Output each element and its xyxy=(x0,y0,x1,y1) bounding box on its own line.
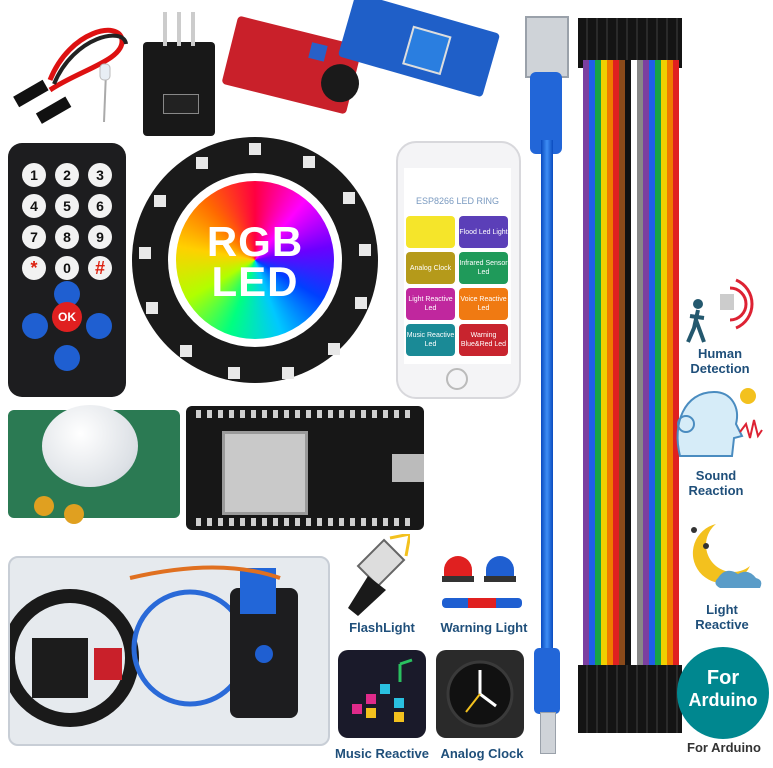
tile-label: Warning Blue&Red Led xyxy=(460,332,507,348)
app-title: ESP8266 LED RING xyxy=(415,196,500,206)
analog-clock-label: Analog Clock xyxy=(440,746,524,761)
esp8266-chip xyxy=(222,431,308,515)
for-arduino-caption: For Arduino xyxy=(687,740,761,755)
phone-home-button xyxy=(446,368,468,390)
remote-key: * xyxy=(22,256,46,280)
tile-label: Music Reactive Led xyxy=(406,332,455,348)
remote-key: # xyxy=(88,256,112,280)
remote-key: 2 xyxy=(55,163,79,187)
remote-key: 3 xyxy=(88,163,112,187)
light-reactive-label: Light Reactive xyxy=(695,602,749,632)
badge-line2: Arduino xyxy=(688,690,758,710)
sound-reaction-icon xyxy=(676,388,763,457)
flashlight-label: FlashLight xyxy=(349,620,415,635)
remote-key: 1 xyxy=(22,163,46,187)
badge-line1: For xyxy=(706,667,740,689)
music-reactive-app-icon xyxy=(338,650,426,738)
human-detection-label: Human Detection xyxy=(690,346,750,376)
kit-contents xyxy=(1,565,298,727)
usb-port xyxy=(392,454,424,482)
remote-key: 9 xyxy=(88,225,112,249)
usb-a-connector xyxy=(525,16,569,78)
remote-key: 5 xyxy=(55,194,79,218)
pir-potentiometer xyxy=(64,504,84,524)
remote-key: 8 xyxy=(55,225,79,249)
tile-label: Flood Led Light xyxy=(459,228,508,236)
tile-label: Analog Clock xyxy=(409,264,452,272)
tile-analog-clock[interactable]: Analog Clock xyxy=(406,252,455,284)
flashlight-icon xyxy=(348,534,410,616)
sound-sensor-module xyxy=(221,15,364,115)
remote-key: 6 xyxy=(88,194,112,218)
rgb-title-line1: RGB xyxy=(206,218,304,265)
tile-yellow[interactable] xyxy=(406,216,455,248)
music-reactive-label: Music Reactive xyxy=(335,746,429,761)
rgb-color-wheel xyxy=(176,181,334,339)
rainbow-jumper-wires xyxy=(583,60,679,670)
tile-light-reactive[interactable]: Light Reactive Led xyxy=(406,288,455,320)
tile-label: Infrared Sensor Led xyxy=(459,260,508,276)
jumper-cables xyxy=(10,10,130,130)
temperature-sensor-module xyxy=(143,12,215,136)
equalizer-icon xyxy=(352,658,413,722)
rgb-led-title: RGB LED xyxy=(176,218,334,305)
tile-voice-reactive[interactable]: Voice Reactive Led xyxy=(459,288,508,320)
tile-flood-led[interactable]: Flood Led Light xyxy=(459,216,508,248)
tile-label: Voice Reactive Led xyxy=(460,296,507,312)
arrow-down-icon xyxy=(54,345,80,371)
tile-warning-led[interactable]: Warning Blue&Red Led xyxy=(459,324,508,356)
human-detection-icon xyxy=(686,278,754,343)
header-pins-top xyxy=(196,410,414,418)
analog-clock-app-icon xyxy=(436,650,524,738)
remote-key: 0 xyxy=(55,256,79,280)
phone-screen: ESP8266 LED RING Flood Led Light Analog … xyxy=(404,168,511,364)
tile-infrared-sensor[interactable]: Infrared Sensor Led xyxy=(459,252,508,284)
clock-icon xyxy=(446,660,514,728)
arrow-left-icon xyxy=(22,313,48,339)
header-pins-bottom xyxy=(196,518,414,526)
rgb-title-line2: LED xyxy=(211,258,299,305)
tile-label: Light Reactive Led xyxy=(408,296,453,312)
sound-reaction-label: Sound Reaction xyxy=(688,468,744,498)
arrow-right-icon xyxy=(86,313,112,339)
warning-light-icon xyxy=(442,556,522,608)
for-arduino-badge: For Arduino xyxy=(677,647,769,739)
remote-ok-key: OK xyxy=(52,302,82,332)
micro-usb-tip xyxy=(540,712,556,754)
led-pixels xyxy=(139,143,371,379)
dupont-headers-top xyxy=(578,18,682,68)
ir-remote: 1 2 3 4 5 6 7 8 9 * 0 # OK xyxy=(8,143,126,397)
remote-key: 7 xyxy=(22,225,46,249)
warning-light-label: Warning Light xyxy=(440,620,528,635)
red-black-wire-icon xyxy=(13,27,128,124)
tile-music-reactive[interactable]: Music Reactive Led xyxy=(406,324,455,356)
pir-fresnel-dome xyxy=(42,405,138,487)
pir-potentiometer xyxy=(34,496,54,516)
dupont-headers-bottom xyxy=(578,665,682,733)
usb-cable xyxy=(541,140,553,650)
micro-usb-plug xyxy=(534,648,560,714)
kit-storage-box xyxy=(1,556,330,746)
light-reactive-moon-icon xyxy=(691,524,762,588)
remote-key: 4 xyxy=(22,194,46,218)
light-sensor-module xyxy=(337,0,501,98)
